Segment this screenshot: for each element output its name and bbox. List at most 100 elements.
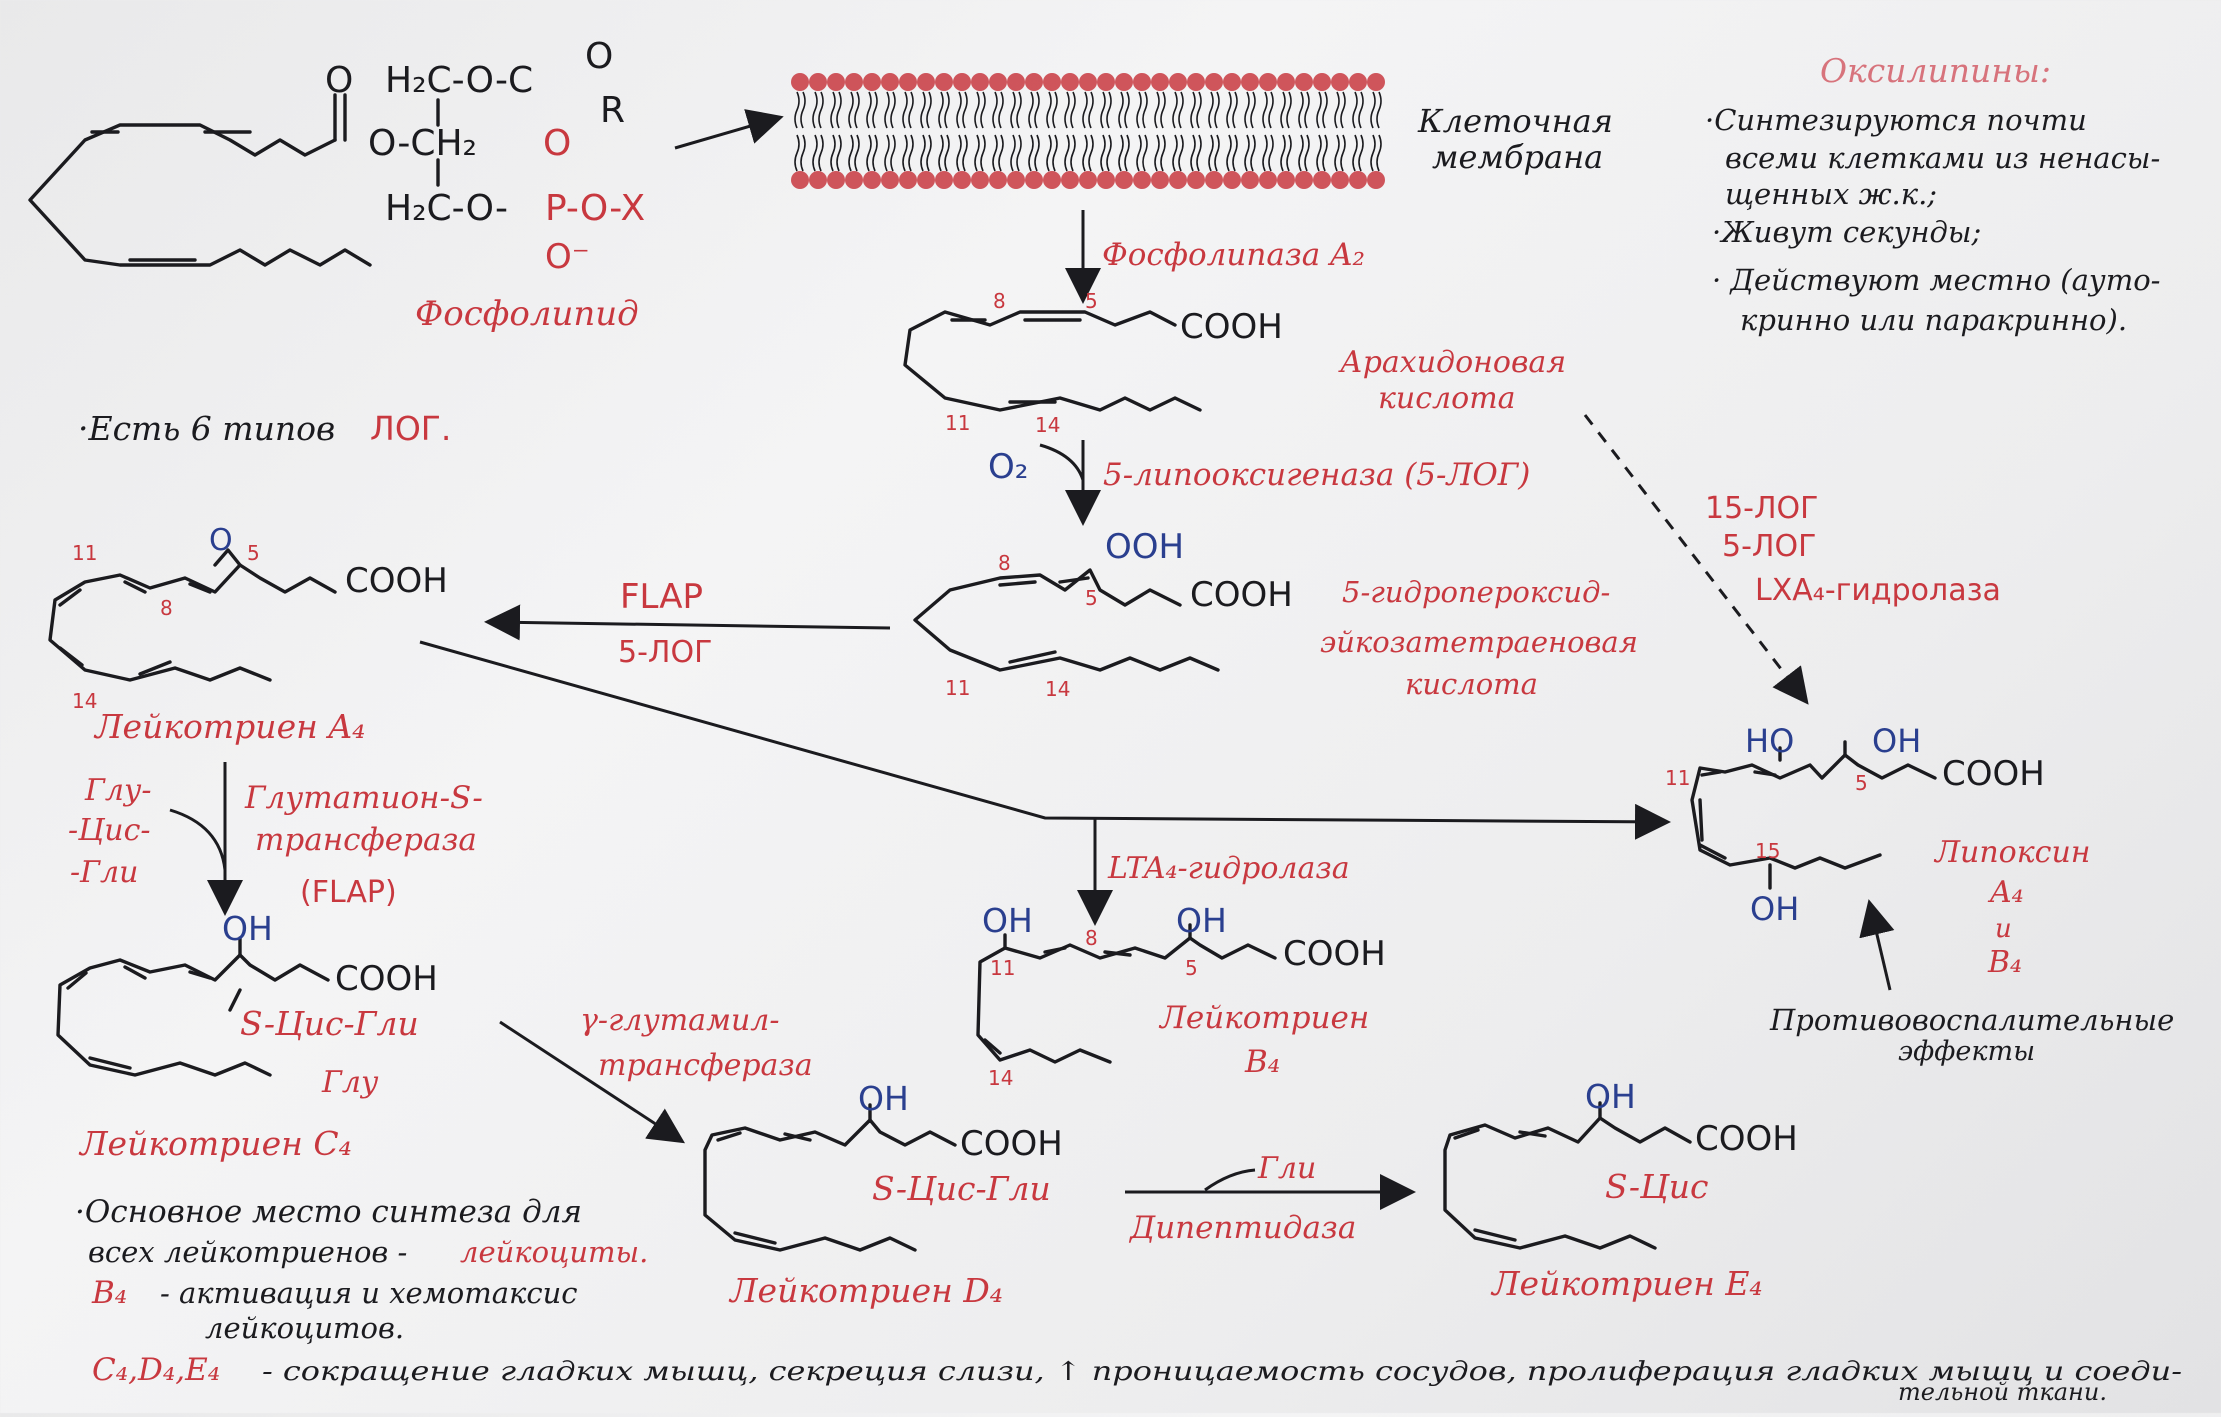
arachidonic-acid-structure: COOH 8 5 11 14 [903,289,1283,437]
ltb4-c14: 14 [988,1066,1013,1090]
membrane-lipid-tail [1352,134,1358,172]
membrane-lipid-tail [794,134,800,172]
membrane-lipid-head [953,73,971,91]
membrane-lipid-tail [1100,91,1106,129]
membrane-lipid-tail [830,91,836,129]
lte4-structure: OH COOH S-Цис [1443,1077,1798,1250]
lipox-route-2: 5-ЛОГ [1722,529,1816,564]
membrane-lipid-head [1367,73,1385,91]
membrane-lipid-head [1151,73,1169,91]
lipoxin-ho: HO [1745,722,1794,760]
membrane-lipid-head [1097,171,1115,189]
membrane-lipid-tail [1262,91,1268,129]
membrane-lipid-head [1259,171,1277,189]
note-cde-prefix: C₄,D₄,E₄ [92,1352,220,1388]
membrane-lipid-tail [1250,91,1256,129]
enzyme-pla2: Фосфолипаза A₂ [1102,237,1365,273]
membrane-lipid-tail [1334,134,1340,172]
lta4-c14: 14 [72,689,97,713]
membrane-lipid-tail [1010,91,1016,129]
lte4-s-cys: S-Цис [1605,1167,1708,1206]
membrane-lipid-tail [998,91,1004,129]
membrane-lipid-tail [1250,134,1256,172]
membrane-lipid-tail [908,134,914,172]
cell-membrane [791,73,1385,189]
membrane-lipid-tail [1028,134,1034,172]
membrane-lipid-tail [1070,91,1076,129]
ltd4-oh: OH [858,1079,909,1118]
membrane-lipid-head [1277,171,1295,189]
membrane-lipid-tail [956,134,962,172]
oxylipins-title: Оксилипины: [1820,51,2051,90]
phosphate-o: O [543,123,571,164]
membrane-lipid-head [809,171,827,189]
ltb4-cooh: COOH [1283,934,1386,974]
membrane-lipid-tail [1046,91,1052,129]
membrane-lipid-tail [974,134,980,172]
oxylipins-b1-3: щенных ж.к.; [1725,177,1937,211]
membrane-lipid-head [1313,73,1331,91]
lta4-c11: 11 [72,541,97,565]
lipoxin-c11: 11 [1665,766,1690,790]
arrow-ggt [499,1020,686,1144]
membrane-lipid-tail [1334,91,1340,129]
membrane-lipid-head [935,171,953,189]
membrane-lipid-tail [1286,134,1292,172]
membrane-lipid-tail [1160,91,1166,129]
membrane-lipid-tail [866,134,872,172]
membrane-lipid-tail [992,134,998,172]
membrane-lipid-head [791,171,809,189]
membrane-lipid-tail [1172,91,1178,129]
lipoxin-cooh: COOH [1942,754,2045,794]
note-cde-line2: тельной ткани. [1898,1378,2107,1406]
membrane-lipid-tail [794,91,800,129]
lox-types-red: ЛОГ. [370,409,451,448]
membrane-lipid-head [1313,171,1331,189]
membrane-lipid-tail [1196,91,1202,129]
ltb4-label-1: Лейкотриен [1158,1000,1369,1036]
anti-inflammatory-2: эффекты [1898,1036,2035,1067]
lipoxin-label-4: B₄ [1987,945,2022,980]
phospholipid-r: R [600,90,625,131]
membrane-lipid-tail [1064,91,1070,129]
dipeptidase-gly: Гли [1257,1151,1316,1186]
membrane-lipid-tail [1124,134,1130,172]
membrane-lipid-tail [1100,134,1106,172]
membrane-lipid-tail [1154,134,1160,172]
ltb4-c11: 11 [990,956,1015,980]
membrane-lipid-head [863,171,881,189]
enzyme-ggt-1: γ-глутамил- [580,1003,780,1038]
membrane-lipid-head [899,171,917,189]
lta4-cooh: COOH [345,561,448,601]
membrane-lipid-tail [830,134,836,172]
membrane-lipid-tail [1142,91,1148,129]
membrane-lipid-tail [848,134,854,172]
membrane-lipid-tail [1106,134,1112,172]
membrane-lipid-tail [1154,91,1160,129]
membrane-lipid-tail [812,91,818,129]
membrane-lipid-head [1187,171,1205,189]
membrane-lipid-head [809,73,827,91]
membrane-lipid-tail [1028,91,1034,129]
membrane-lipid-tail [980,91,986,129]
ltc4-label: Лейкотриен C₄ [78,1124,352,1163]
membrane-lipid-head [881,73,899,91]
membrane-lipid-tail [884,91,890,129]
membrane-lipid-tail [1268,91,1274,129]
aa-label-2: кислота [1378,381,1516,416]
membrane-lipid-tail [872,134,878,172]
lox-types-prefix: ·Есть 6 типов [78,409,335,448]
enzyme-flap-5lox: 5-ЛОГ [618,635,712,670]
membrane-lipid-tail [902,91,908,129]
enzyme-lta4-hydrolase: LTA₄-гидролаза [1107,851,1350,886]
ltc4-oh: OH [222,909,273,948]
note-main-1: ·Основное место синтеза для [75,1194,582,1230]
enzyme-gst-1: Глутатион-S- [244,780,483,816]
membrane-lipid-tail [1178,91,1184,129]
membrane-lipid-tail [1088,134,1094,172]
ltb4-label-2: B₄ [1244,1044,1280,1080]
membrane-lipid-head [827,73,845,91]
aa-cooh: COOH [1180,307,1283,347]
lipoxin-label-2: A₄ [1987,875,2024,910]
